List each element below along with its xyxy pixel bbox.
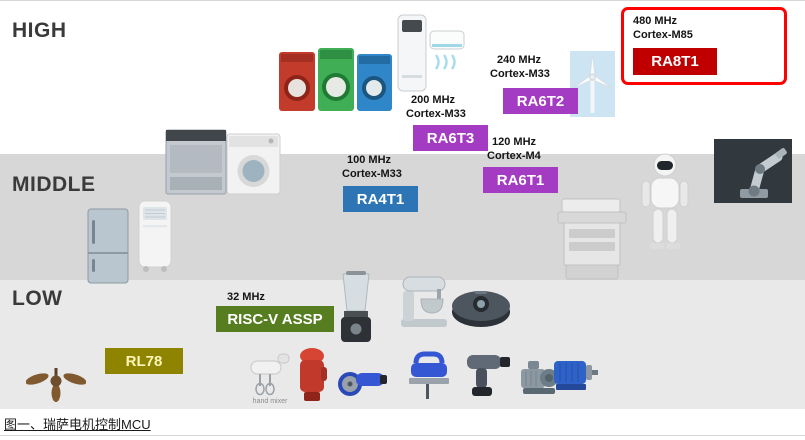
blender-image [334,271,378,345]
tier-label-high: HIGH [12,19,67,42]
blender-icon [341,271,371,342]
dryer-icon [226,133,281,195]
portable-ac-icon [138,200,172,272]
tier-label-low: LOW [12,287,63,310]
robot-arm-image [714,139,792,203]
chip-riscv-spec: 32 MHz [227,290,265,304]
angle-grinder-icon [338,372,387,396]
washing-machines-icon [279,48,392,111]
air-conditioner-icon [397,14,465,92]
chip-ra6t2-freq: 240 MHz [497,54,542,66]
jigsaw-image [406,351,452,405]
ceiling-fan-icon [26,368,86,402]
robot-arm-icon [714,139,792,203]
hand-mixer-caption: hand mixer [252,398,288,405]
refrigerator-icon [87,208,129,284]
stand-mixer-icon [401,276,447,327]
chip-ra6t3-core: Cortex-M33 [406,108,466,120]
chip-ra6t1-core: Cortex-M4 [487,150,541,162]
robot-vacuum-icon [452,291,510,327]
coffee-grinder-image [294,347,330,405]
humanoid-robot-icon [641,153,689,249]
dishwasher-icon [165,129,227,195]
stand-mixer-image [397,265,451,329]
chip-label-riscv: RISC-V ASSP [216,306,334,332]
power-drill-icon [467,355,510,396]
air-conditioners-image [392,13,467,93]
robot-vacuum-image [449,279,513,331]
chip-label-ra6t1: RA6T1 [483,167,558,193]
hand-mixer-image: hand mixer [248,351,292,407]
angle-grinder-image [336,353,388,403]
copier-image [556,195,628,283]
wind-turbine-icon [570,51,615,117]
figure-caption: 图一、瑞萨电机控制MCU [4,417,151,432]
chip-label-rl78: RL78 [105,348,183,374]
hand-mixer-icon [250,353,290,396]
jigsaw-icon [409,351,449,399]
chip-group-ra8t1: 480 MHz Cortex-M85 RA8T1 [621,7,787,85]
tier-band-low [0,280,805,409]
water-pump-icon [521,361,558,394]
ceiling-fan-image [26,367,86,403]
copier-icon [557,198,627,280]
dryer-image [226,133,281,195]
chip-label-ra6t2: RA6T2 [503,88,578,114]
chip-ra8t1-freq: 480 MHz [633,15,678,27]
chip-ra6t1-freq: 120 MHz [492,136,537,148]
electric-motor-image [552,347,600,399]
chip-ra4t1-spec: 100 MHz Cortex-M33 [342,153,402,181]
washing-machines-image [278,45,393,117]
chip-label-ra8t1: RA8T1 [633,48,717,75]
chip-ra4t1-freq: 100 MHz [347,154,392,166]
tier-label-middle: MIDDLE [12,173,96,196]
chip-ra6t3-freq: 200 MHz [411,94,456,106]
chip-ra6t2-core: Cortex-M33 [490,68,550,80]
chip-ra4t1-core: Cortex-M33 [342,168,402,180]
chip-ra6t2-spec: 240 MHz Cortex-M33 [490,53,550,81]
wind-turbine-image [570,51,615,117]
refrigerator-image [85,208,131,284]
water-pump-image [518,353,560,401]
dishwasher-image [165,129,227,195]
chip-ra6t3-spec: 200 MHz Cortex-M33 [406,93,466,121]
power-drill-image [464,347,514,401]
chip-ra6t1-spec: 120 MHz Cortex-M4 [487,135,541,163]
chip-label-ra6t3: RA6T3 [413,125,488,151]
chip-riscv-freq: 32 MHz [227,291,265,303]
electric-motor-icon [554,361,598,390]
coffee-grinder-icon [300,348,327,401]
bottom-divider [0,435,805,436]
humanoid-robot-image [636,151,694,253]
chip-label-ra4t1: RA4T1 [343,186,418,212]
chip-ra8t1-spec: 480 MHz Cortex-M85 [633,14,693,42]
portable-ac-image [134,199,176,273]
chip-ra8t1-core: Cortex-M85 [633,29,693,41]
